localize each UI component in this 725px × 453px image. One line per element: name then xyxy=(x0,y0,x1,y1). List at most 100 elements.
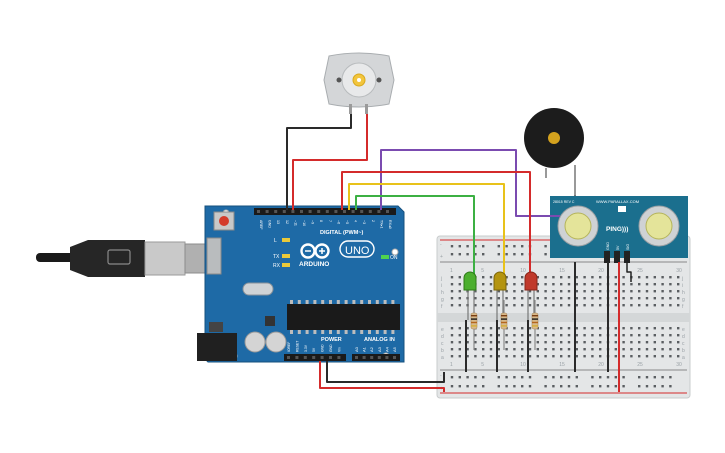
breadboard-hole[interactable] xyxy=(482,341,485,344)
breadboard-hole[interactable] xyxy=(661,355,664,358)
breadboard-hole[interactable] xyxy=(622,334,625,337)
analog-pin-hole[interactable] xyxy=(355,356,358,359)
breadboard-hole[interactable] xyxy=(505,276,508,279)
breadboard-hole[interactable] xyxy=(497,290,500,293)
breadboard-hole[interactable] xyxy=(661,290,664,293)
breadboard-hole[interactable] xyxy=(583,283,586,286)
breadboard-hole[interactable] xyxy=(544,327,547,330)
sensor-pin[interactable] xyxy=(604,251,610,263)
breadboard-rail-hole[interactable] xyxy=(606,385,610,388)
breadboard-hole[interactable] xyxy=(622,355,625,358)
digital-pin-hole[interactable] xyxy=(343,210,346,213)
breadboard-hole[interactable] xyxy=(630,334,633,337)
breadboard-hole[interactable] xyxy=(622,304,625,307)
digital-pin-hole[interactable] xyxy=(325,210,329,213)
breadboard-rail-hole[interactable] xyxy=(474,245,477,248)
breadboard-hole[interactable] xyxy=(521,290,524,293)
breadboard-hole[interactable] xyxy=(536,276,539,279)
breadboard-hole[interactable] xyxy=(567,283,571,286)
breadboard-hole[interactable] xyxy=(536,290,539,293)
led-red-bulb[interactable] xyxy=(524,271,538,291)
breadboard-rail-hole[interactable] xyxy=(505,245,508,248)
breadboard-hole[interactable] xyxy=(614,304,617,307)
breadboard-hole[interactable] xyxy=(614,290,617,293)
breadboard-hole[interactable] xyxy=(505,334,508,337)
breadboard-hole[interactable] xyxy=(645,348,649,351)
digital-pin-hole[interactable] xyxy=(386,210,389,213)
breadboard-hole[interactable] xyxy=(521,297,524,300)
resistor-body[interactable] xyxy=(531,312,539,330)
wire-sensor-sig[interactable] xyxy=(626,262,632,282)
breadboard-hole[interactable] xyxy=(575,304,578,307)
breadboard-rail-hole[interactable] xyxy=(458,245,461,248)
breadboard-hole[interactable] xyxy=(482,327,485,330)
breadboard-hole[interactable] xyxy=(567,334,571,337)
breadboard-hole[interactable] xyxy=(560,297,563,300)
breadboard-hole[interactable] xyxy=(638,283,641,286)
breadboard-rail-hole[interactable] xyxy=(614,385,617,388)
breadboard-hole[interactable] xyxy=(575,341,578,344)
breadboard-hole[interactable] xyxy=(583,327,586,330)
breadboard-hole[interactable] xyxy=(489,290,493,293)
digital-pin-hole[interactable] xyxy=(265,210,269,213)
resistor-body[interactable] xyxy=(470,312,478,330)
breadboard-hole[interactable] xyxy=(536,334,539,337)
breadboard-hole[interactable] xyxy=(474,341,477,344)
breadboard-hole[interactable] xyxy=(505,348,508,351)
breadboard-rail-hole[interactable] xyxy=(552,385,555,388)
power-pin-hole[interactable] xyxy=(312,356,316,359)
breadboard-hole[interactable] xyxy=(521,276,524,279)
breadboard-hole[interactable] xyxy=(669,290,672,293)
breadboard-hole[interactable] xyxy=(591,276,594,279)
breadboard-hole[interactable] xyxy=(513,290,516,293)
breadboard-rail-hole[interactable] xyxy=(466,376,469,379)
breadboard-hole[interactable] xyxy=(482,297,485,300)
breadboard-hole[interactable] xyxy=(669,341,672,344)
breadboard-hole[interactable] xyxy=(575,334,578,337)
breadboard-hole[interactable] xyxy=(497,334,500,337)
breadboard-hole[interactable] xyxy=(622,327,625,330)
digital-pin-hole[interactable] xyxy=(257,210,260,213)
breadboard-hole[interactable] xyxy=(653,290,656,293)
wire-yellow-led[interactable] xyxy=(348,183,505,282)
breadboard-hole[interactable] xyxy=(560,283,563,286)
breadboard-hole[interactable] xyxy=(583,341,586,344)
breadboard-hole[interactable] xyxy=(645,276,649,279)
breadboard-hole[interactable] xyxy=(474,290,477,293)
breadboard-hole[interactable] xyxy=(614,355,617,358)
breadboard-hole[interactable] xyxy=(513,327,516,330)
breadboard-hole[interactable] xyxy=(528,334,532,337)
digital-pin-hole[interactable] xyxy=(368,210,372,213)
breadboard-hole[interactable] xyxy=(505,355,508,358)
breadboard-hole[interactable] xyxy=(653,283,656,286)
breadboard-hole[interactable] xyxy=(567,304,571,307)
breadboard-hole[interactable] xyxy=(560,290,563,293)
digital-pin-hole[interactable] xyxy=(360,210,364,213)
breadboard-hole[interactable] xyxy=(521,327,524,330)
breadboard-hole[interactable] xyxy=(474,297,477,300)
breadboard-hole[interactable] xyxy=(458,304,461,307)
breadboard-hole[interactable] xyxy=(528,304,532,307)
breadboard-hole[interactable] xyxy=(489,348,493,351)
breadboard-hole[interactable] xyxy=(661,348,664,351)
breadboard-rail-hole[interactable] xyxy=(450,253,454,256)
breadboard-hole[interactable] xyxy=(630,283,633,286)
breadboard-hole[interactable] xyxy=(552,355,555,358)
breadboard-rail-hole[interactable] xyxy=(513,385,516,388)
breadboard-hole[interactable] xyxy=(544,276,547,279)
breadboard-hole[interactable] xyxy=(677,355,680,358)
breadboard-hole[interactable] xyxy=(591,334,594,337)
breadboard-hole[interactable] xyxy=(552,283,555,286)
breadboard-rail-hole[interactable] xyxy=(482,376,485,379)
breadboard-rail-hole[interactable] xyxy=(474,376,477,379)
breadboard-rail-hole[interactable] xyxy=(505,385,508,388)
breadboard-hole[interactable] xyxy=(513,348,516,351)
breadboard-hole[interactable] xyxy=(599,283,602,286)
breadboard-rail-hole[interactable] xyxy=(544,385,547,388)
breadboard-hole[interactable] xyxy=(630,348,633,351)
breadboard-hole[interactable] xyxy=(645,334,649,337)
breadboard-hole[interactable] xyxy=(482,355,485,358)
breadboard-rail-hole[interactable] xyxy=(575,376,578,379)
breadboard-hole[interactable] xyxy=(474,348,477,351)
breadboard-hole[interactable] xyxy=(497,348,500,351)
